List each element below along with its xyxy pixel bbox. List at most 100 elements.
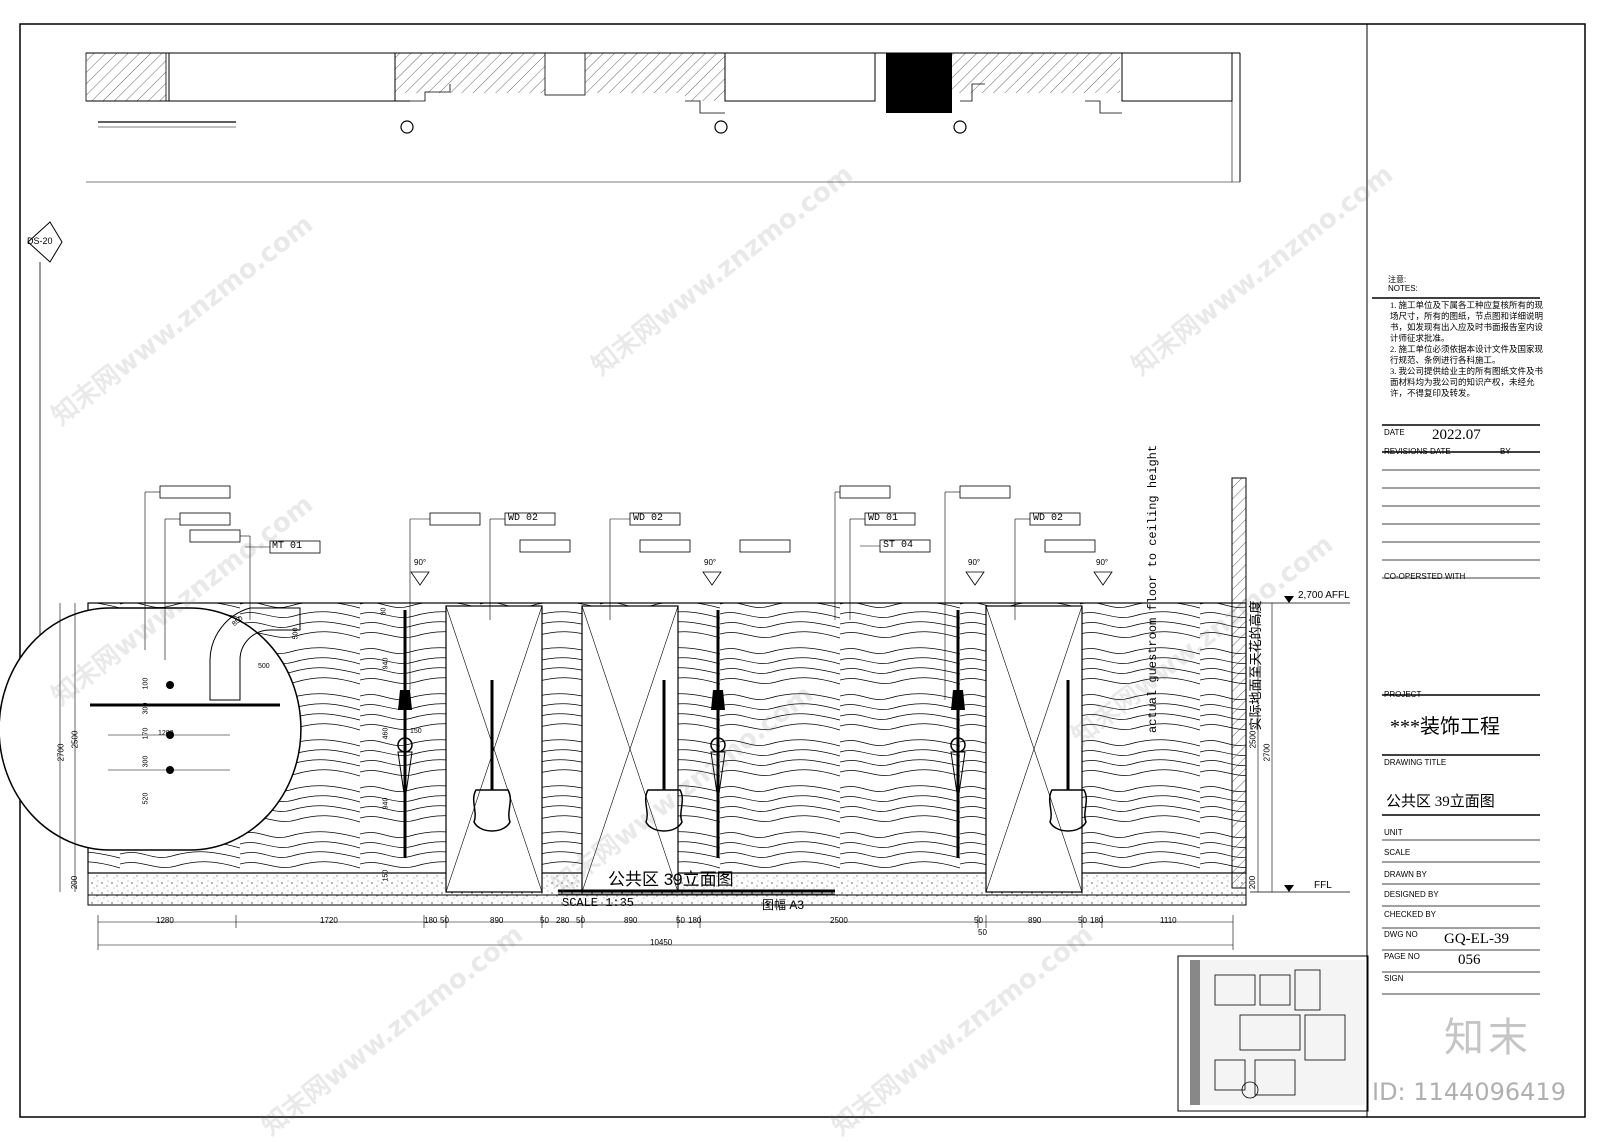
dim-bottom: 1280 bbox=[156, 916, 174, 925]
dwg-no-value: GQ-EL-39 bbox=[1444, 931, 1509, 947]
height-base-right: 200 bbox=[1248, 875, 1258, 890]
date-value: 2022.07 bbox=[1432, 427, 1481, 443]
dim-bottom: 1720 bbox=[320, 916, 338, 925]
page-no-value: 056 bbox=[1458, 952, 1481, 968]
drawing-title-value: 公共区 39立面图 bbox=[1386, 794, 1495, 810]
dim-bottom: 180 bbox=[1090, 916, 1104, 925]
checked-by-label: CHECKED BY bbox=[1384, 910, 1437, 919]
note-item: 2. 施工单位必须依据本设计文件及国家现行规范、条例进行各科施工。 bbox=[1390, 344, 1544, 365]
wall-lamp bbox=[950, 610, 966, 858]
side-dim: 500 bbox=[292, 627, 300, 640]
column-block bbox=[886, 53, 952, 113]
dim-total: 10450 bbox=[650, 938, 673, 947]
door-handle bbox=[472, 680, 512, 832]
side-dim: 500 bbox=[258, 663, 270, 670]
rev-date-label: DATE bbox=[1430, 447, 1451, 456]
dim-50: 50 bbox=[978, 928, 987, 937]
note-item: 1. 施工单位及下属各工种应复核所有的现场尺寸，所有的图纸，节点图和详细说明书，… bbox=[1390, 300, 1544, 343]
side-dim: 940 bbox=[382, 797, 390, 810]
side-dim: 460 bbox=[382, 727, 390, 740]
angle-label: 90° bbox=[1096, 558, 1109, 567]
scale-label: SCALE bbox=[1384, 848, 1411, 857]
height-total-left: 2700 bbox=[56, 743, 66, 762]
side-dim: 1200 bbox=[158, 730, 174, 737]
designed-by-label: DESIGNED BY bbox=[1384, 890, 1439, 899]
side-dim: 300 bbox=[142, 702, 150, 715]
revisions-label: REVISIONS bbox=[1384, 447, 1428, 456]
height-total-right: 2700 bbox=[1262, 743, 1272, 762]
angle-label: 90° bbox=[968, 558, 981, 567]
dim-bottom: 890 bbox=[490, 916, 504, 925]
level-top-label: 2,700 AFFL bbox=[1298, 590, 1350, 601]
height-sub-left: 2500 bbox=[70, 730, 80, 749]
dim-bottom: 890 bbox=[624, 916, 638, 925]
image-id: ID: 1144096419 bbox=[1372, 1078, 1566, 1106]
rev-by-label: BY bbox=[1500, 447, 1511, 456]
door-handle bbox=[1048, 680, 1088, 832]
dim-bottom: 1110 bbox=[1160, 916, 1177, 925]
elevation-panel bbox=[0, 602, 1247, 906]
material-leaders bbox=[144, 485, 1113, 700]
sheet-border bbox=[19, 23, 1586, 1118]
sign-label: SIGN bbox=[1384, 974, 1404, 983]
side-dim: 150 bbox=[410, 728, 422, 735]
dim-bottom: 50 bbox=[676, 916, 685, 925]
height-sub-right: 2500 bbox=[1248, 730, 1258, 749]
dim-bottom: 280 bbox=[556, 916, 570, 925]
material-tag: WD 02 bbox=[1033, 513, 1064, 524]
display-niche bbox=[0, 607, 302, 851]
side-dim: 80 bbox=[380, 607, 388, 616]
section-marker-label: DS-20 bbox=[27, 236, 53, 246]
level-bottom-label: FFL bbox=[1314, 880, 1332, 891]
material-tag: WD 02 bbox=[508, 513, 539, 524]
dim-bottom: 2500 bbox=[830, 916, 848, 925]
material-tag: MT 01 bbox=[272, 541, 303, 552]
side-dim: 520 bbox=[142, 792, 150, 805]
angle-label: 90° bbox=[704, 558, 717, 567]
angle-label: 90° bbox=[414, 558, 427, 567]
title-block-lines bbox=[1372, 297, 1540, 995]
side-dim: 150 bbox=[382, 869, 390, 882]
notes-en-label: NOTES: bbox=[1388, 284, 1418, 293]
drawing-title: 公共区 39立面图 bbox=[608, 870, 734, 889]
drawing-title-label: DRAWING TITLE bbox=[1384, 758, 1447, 767]
dim-bottom: 50 bbox=[440, 916, 449, 925]
dim-bottom: 50 bbox=[974, 916, 983, 925]
material-tag: WD 02 bbox=[633, 513, 664, 524]
side-dim: 100 bbox=[142, 677, 150, 690]
side-dim: 940 bbox=[382, 657, 390, 670]
dim-bottom: 50 bbox=[576, 916, 585, 925]
page-no-label: PAGE NO bbox=[1384, 952, 1420, 961]
door-handle bbox=[644, 680, 684, 832]
key-plan bbox=[1177, 955, 1369, 1112]
dim-bottom: 50 bbox=[1078, 916, 1087, 925]
dwg-no-label: DWG NO bbox=[1384, 930, 1418, 939]
drawn-by-label: DRAWN BY bbox=[1384, 870, 1427, 879]
height-base-left: 200 bbox=[70, 875, 80, 890]
notes-cn-label: 注意: bbox=[1388, 275, 1407, 284]
plan-strip bbox=[85, 52, 1241, 183]
height-note-cn: 实际地面至天花的高度 bbox=[1247, 600, 1263, 731]
dimension-lines bbox=[97, 915, 1234, 950]
material-tag: ST 04 bbox=[883, 540, 914, 551]
height-note-en: actual guestroom floor to ceiling height bbox=[1145, 444, 1160, 733]
cooperated-label: CO-OPERSTED WITH bbox=[1384, 572, 1466, 581]
level-lines bbox=[59, 596, 1350, 893]
note-item: 3. 我公司提供给业主的所有图纸文件及书面材料均为我公司的知识产权，未经允许，不… bbox=[1390, 366, 1544, 398]
wall-lamp bbox=[397, 610, 413, 858]
brand-logo: 知末 bbox=[1444, 1015, 1532, 1061]
project-value: ***装饰工程 bbox=[1390, 716, 1500, 738]
drawing-scale: SCALE 1:35 bbox=[562, 896, 635, 910]
material-tag: WD 01 bbox=[868, 513, 899, 524]
dim-bottom: 890 bbox=[1028, 916, 1042, 925]
project-label: PROJECT bbox=[1384, 690, 1422, 699]
side-dim: 300 bbox=[142, 755, 150, 768]
dim-bottom: 180 bbox=[424, 916, 438, 925]
dim-bottom: 180 bbox=[688, 916, 702, 925]
dim-bottom: 50 bbox=[540, 916, 549, 925]
side-dim: 170 bbox=[142, 727, 150, 740]
date-label: DATE bbox=[1384, 428, 1405, 437]
unit-label: UNIT bbox=[1384, 828, 1403, 837]
paper-size: 图幅 A3 bbox=[762, 898, 805, 912]
